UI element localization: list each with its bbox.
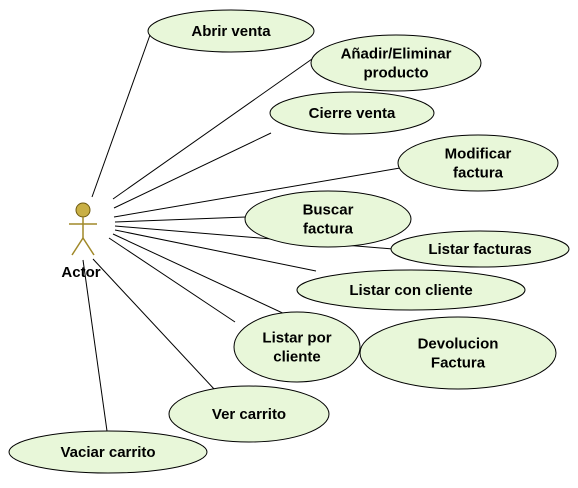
use-case-abrir-venta[interactable]: Abrir venta bbox=[147, 9, 315, 53]
use-case-label: Ver carrito bbox=[212, 406, 286, 423]
association-listar-con-cliente bbox=[114, 229, 317, 272]
use-case-label: cliente bbox=[273, 349, 321, 366]
stick-figure-actor-icon bbox=[69, 202, 97, 256]
use-case-ellipse bbox=[397, 134, 559, 192]
association-modificar-factura bbox=[113, 167, 401, 218]
use-case-ellipse bbox=[233, 311, 361, 383]
use-case-label: Vaciar carrito bbox=[60, 444, 155, 461]
use-case-ellipse bbox=[359, 316, 557, 390]
association-buscar-factura bbox=[114, 216, 247, 223]
use-case-buscar-factura[interactable]: Buscar factura bbox=[244, 190, 412, 248]
use-case-ellipse bbox=[244, 190, 412, 248]
use-case-label: Buscar bbox=[303, 202, 354, 219]
use-case-ellipse bbox=[147, 9, 315, 53]
use-case-modificar-factura[interactable]: Modificar factura bbox=[397, 134, 559, 192]
use-case-label: Modificar bbox=[445, 146, 512, 163]
use-case-label: Listar facturas bbox=[428, 241, 531, 258]
use-case-label: Listar por bbox=[262, 330, 331, 347]
use-case-label: Devolucion bbox=[418, 336, 499, 353]
association-listar-por-cliente bbox=[108, 237, 236, 323]
use-case-label: factura bbox=[303, 221, 354, 238]
use-case-ver-carrito[interactable]: Ver carrito bbox=[168, 385, 330, 443]
use-case-label: Listar con cliente bbox=[349, 282, 472, 299]
association-cierre-venta bbox=[113, 132, 272, 209]
use-case-label: Abrir venta bbox=[191, 23, 271, 40]
actor[interactable]: Actor bbox=[61, 202, 101, 281]
use-case-listar-con-cliente[interactable]: Listar con cliente bbox=[296, 269, 526, 311]
use-case-ellipse bbox=[390, 230, 570, 268]
use-case-listar-facturas[interactable]: Listar facturas bbox=[390, 230, 570, 268]
use-case-ellipse bbox=[8, 430, 208, 474]
use-case-listar-por-cliente[interactable]: Listar por cliente bbox=[233, 311, 361, 383]
association-abrir-venta bbox=[91, 34, 151, 198]
association-ver-carrito bbox=[92, 258, 216, 391]
use-case-ellipse bbox=[168, 385, 330, 443]
use-case-label: producto bbox=[364, 65, 429, 82]
use-case-ellipse bbox=[269, 91, 435, 135]
association-vaciar-carrito bbox=[82, 259, 108, 432]
use-case-ellipse bbox=[310, 34, 482, 92]
use-case-cierre-venta[interactable]: Cierre venta bbox=[269, 91, 435, 135]
use-case-label: factura bbox=[453, 165, 504, 182]
use-case-vaciar-carrito[interactable]: Vaciar carrito bbox=[8, 430, 208, 474]
use-case-label: Factura bbox=[431, 355, 486, 372]
use-case-label: Añadir/Eliminar bbox=[341, 46, 452, 63]
use-case-label: Cierre venta bbox=[309, 105, 396, 122]
actor-label: Actor bbox=[61, 264, 100, 281]
use-case-anadir-eliminar-producto[interactable]: Añadir/Eliminar producto bbox=[310, 34, 482, 92]
use-case-ellipse bbox=[296, 269, 526, 311]
association-anadir-eliminar-producto bbox=[112, 58, 313, 200]
